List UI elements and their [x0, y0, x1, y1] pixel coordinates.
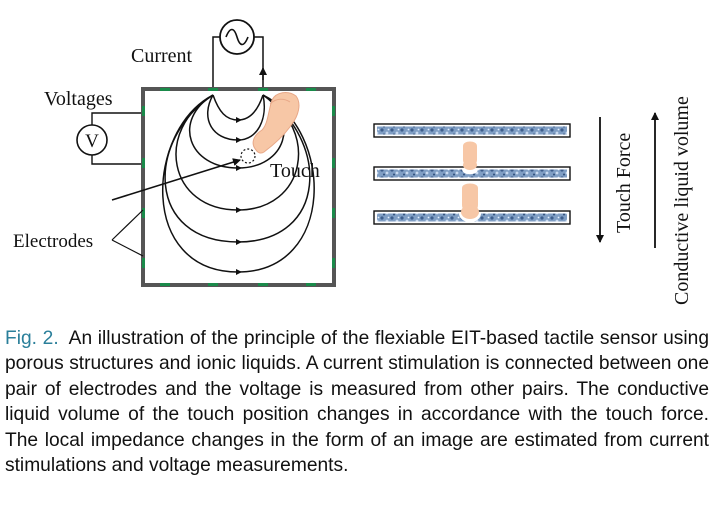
figure-caption: Fig. 2.An illustration of the principle …: [5, 326, 709, 478]
cross-section-2: [373, 141, 571, 181]
voltages-label: Voltages: [44, 88, 113, 110]
cross-section-1: [373, 123, 571, 138]
conductive-volume-label: Conductive liquid volume: [671, 96, 693, 305]
current-label: Current: [131, 45, 193, 67]
caption-label: Fig. 2.: [5, 328, 59, 349]
finger-icon: [252, 92, 300, 154]
touch-label: Touch: [270, 160, 320, 182]
cross-section-3: [373, 183, 571, 225]
touch-force-label: Touch Force: [613, 133, 635, 233]
caption-text: An illustration of the principle of the …: [5, 328, 709, 477]
eit-principle-figure: Current V Voltages: [13, 19, 693, 305]
cross-section-stack: [373, 123, 571, 225]
voltmeter-symbol: V: [85, 131, 99, 152]
sensor-domain: [141, 87, 336, 287]
finger-icon: [463, 141, 477, 170]
electrodes-label: Electrodes: [13, 231, 93, 252]
voltmeter: V: [76, 112, 146, 165]
finger-icon: [461, 183, 479, 219]
current-source: [209, 19, 267, 96]
